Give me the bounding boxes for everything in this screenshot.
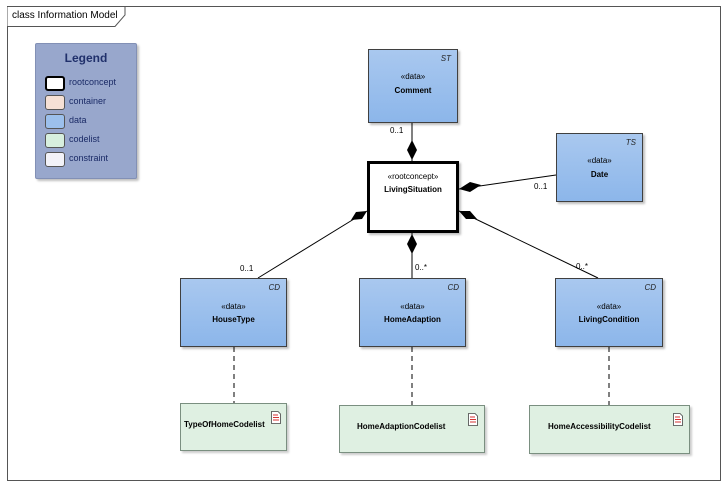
class-stereotype: «data» (400, 72, 426, 81)
multiplicity-date: 0..1 (534, 182, 548, 191)
class-name: HomeAdaption (384, 315, 441, 324)
aggregation-diamond-comment (407, 140, 417, 160)
codelist-name: HomeAccessibilityCodelist (548, 422, 651, 431)
legend-item-constraint: constraint (45, 152, 135, 168)
rootconcept-livingsituation[interactable]: «rootconcept» LivingSituation (367, 161, 459, 233)
codelist-homeadaption[interactable]: HomeAdaptionCodelist (339, 405, 485, 453)
assoc-housetype (257, 210, 368, 279)
class-name: Comment (394, 86, 432, 95)
legend-label: container (69, 96, 107, 106)
class-tag: CD (268, 283, 280, 292)
legend-item-rootconcept: rootconcept (45, 76, 135, 92)
class-stereotype: «data» (221, 302, 246, 311)
assoc-livingcondition (458, 210, 599, 279)
legend-label: data (69, 115, 87, 125)
document-icon (673, 413, 683, 426)
class-tag: TS (625, 138, 636, 147)
legend-swatch (45, 95, 65, 110)
document-icon (271, 411, 281, 424)
root-stereotype: «rootconcept» (387, 172, 439, 181)
multiplicity-livingcondition: 0..* (576, 262, 589, 271)
legend-item-container: container (45, 95, 135, 111)
frame-tab (7, 6, 127, 27)
legend-item-codelist: codelist (45, 133, 135, 149)
class-date[interactable]: TS «data» Date (556, 133, 643, 202)
codelist-name: TypeOfHomeCodelist (184, 420, 265, 429)
class-homeadaption[interactable]: CD «data» HomeAdaption (359, 278, 466, 347)
multiplicity-comment: 0..1 (390, 126, 404, 135)
aggregation-diamond-housetype (351, 211, 367, 220)
legend-swatch (45, 152, 65, 167)
legend-label: codelist (69, 134, 100, 144)
multiplicity-homeadaption: 0..* (415, 263, 428, 272)
legend-item-data: data (45, 114, 135, 130)
legend-swatch (45, 76, 65, 91)
aggregation-diamond-livingcondition (459, 211, 477, 219)
codelist-typeofhome[interactable]: TypeOfHomeCodelist (180, 403, 287, 451)
class-stereotype: «data» (587, 156, 612, 165)
class-tag: CD (644, 283, 656, 292)
legend-label: rootconcept (69, 77, 117, 87)
legend-title: Legend (64, 51, 108, 65)
class-livingcondition[interactable]: CD «data» LivingCondition (555, 278, 663, 347)
multiplicity-housetype: 0..1 (240, 264, 254, 273)
class-name: HouseType (212, 315, 255, 324)
aggregation-diamond-homeadaption (407, 234, 417, 254)
class-comment[interactable]: ST «data» Comment (368, 49, 458, 123)
codelist-homeaccessibility[interactable]: HomeAccessibilityCodelist (529, 405, 690, 454)
legend-swatch (45, 114, 65, 129)
legend: Legend rootconcept container data codeli… (35, 43, 137, 179)
class-stereotype: «data» (596, 302, 622, 311)
legend-label: constraint (69, 153, 109, 163)
class-housetype[interactable]: CD «data» HouseType (180, 278, 287, 347)
frame-title: class Information Model (12, 10, 118, 21)
class-tag: CD (447, 283, 459, 292)
codelist-name: HomeAdaptionCodelist (357, 422, 446, 431)
class-name: LivingCondition (578, 315, 640, 324)
class-name: Date (590, 170, 609, 179)
aggregation-diamond-date (459, 182, 481, 192)
class-tag: ST (440, 54, 451, 63)
class-stereotype: «data» (400, 302, 425, 311)
legend-swatch (45, 133, 65, 148)
document-icon (468, 413, 478, 426)
root-name: LivingSituation (384, 185, 442, 194)
